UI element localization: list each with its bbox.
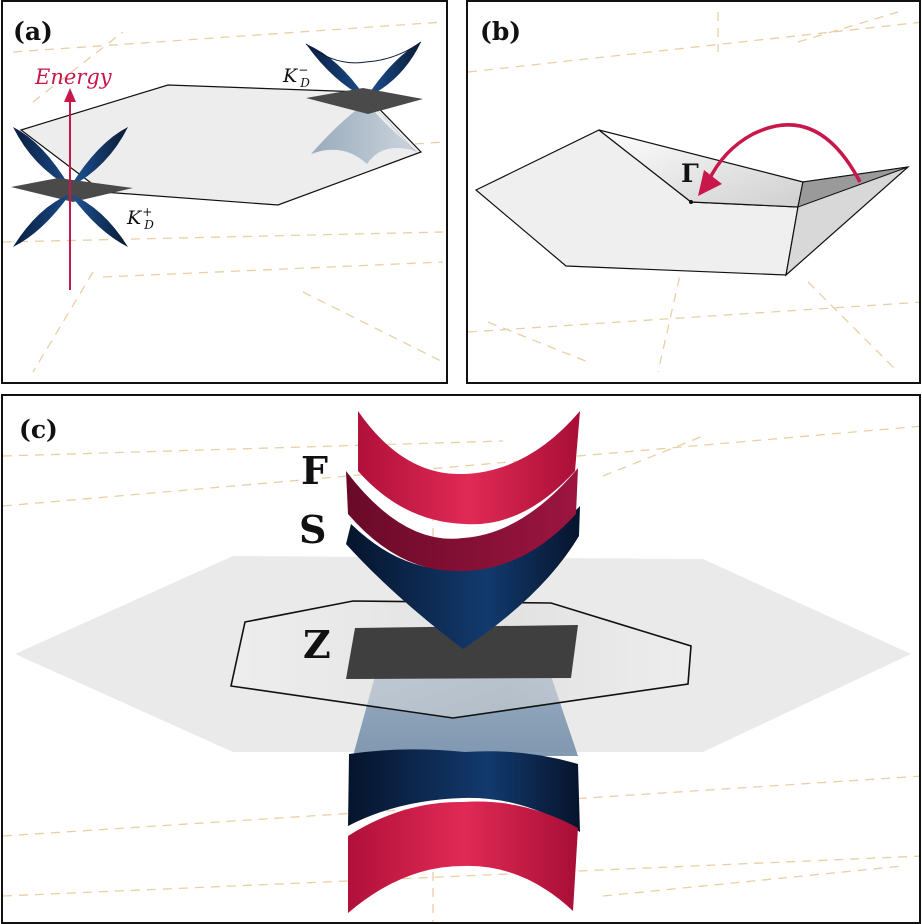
gamma-point <box>689 200 693 204</box>
band-f-inner <box>346 468 578 572</box>
band-label-z: Z <box>303 622 331 667</box>
z-plane <box>346 625 578 679</box>
panel-label-b: (b) <box>480 17 521 46</box>
panel-a: Energy K−D K+D (a) <box>1 0 448 384</box>
band-s-lower <box>348 749 580 832</box>
dirac-cone-k-minus <box>305 41 423 160</box>
dirac-cone-k-plus <box>11 127 133 247</box>
panel-c-canvas: F S Z (c) <box>3 411 919 922</box>
panel-b: Γ (b) <box>466 0 921 384</box>
band-f-upper <box>358 411 580 525</box>
valley-label-k-plus: K+D <box>126 205 154 232</box>
panel-label-c: (c) <box>19 415 58 444</box>
fold-arrow <box>706 123 862 183</box>
background-grid <box>468 11 919 373</box>
band-s-upper <box>346 506 580 649</box>
band-f-lower <box>348 801 578 913</box>
panel-c: F S Z (c) <box>1 394 921 924</box>
panel-b-canvas: Γ (b) <box>468 11 919 373</box>
panel-label-a: (a) <box>13 17 53 46</box>
fold-arrow-head <box>698 170 722 196</box>
band-label-s: S <box>299 507 326 552</box>
cone-reflection <box>311 102 418 164</box>
band-label-f: F <box>301 448 328 493</box>
background-grid <box>3 425 919 922</box>
gamma-label: Γ <box>681 159 699 188</box>
energy-axis-label: Energy <box>34 65 113 89</box>
energy-axis <box>64 88 76 290</box>
panel-a-canvas: Energy K−D K+D (a) <box>3 17 444 373</box>
valley-label-k-minus: K−D <box>282 63 310 90</box>
